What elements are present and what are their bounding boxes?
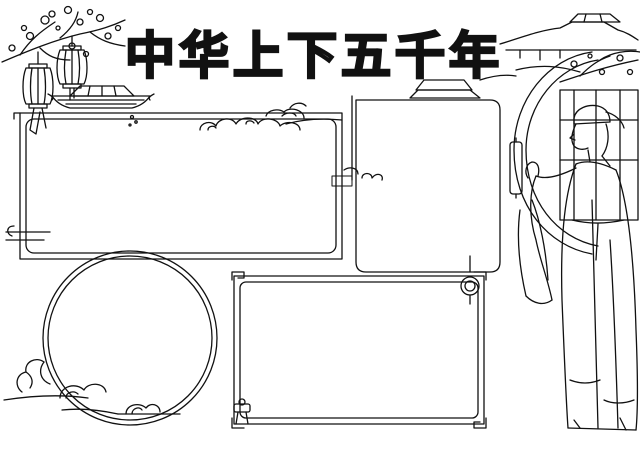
stool-ornament [234,399,250,424]
cloud-motif [4,360,180,414]
plum-blossom-branch [2,7,125,63]
cloud-motif [200,103,342,130]
lantern-icon [23,52,53,134]
scholar-figure [510,106,638,431]
blossom-icon [9,7,121,57]
tall-text-frame [352,96,500,272]
pagoda-roof [410,14,640,98]
pagoda-roof [48,86,154,108]
lantern-icon [57,36,87,100]
plum-blossom-branch [560,54,638,82]
circle-frame [43,251,217,425]
page-title: 中华上下五千年 [124,25,503,87]
cloud-swirl [6,226,50,240]
large-text-frame [14,113,342,259]
round-window [514,52,638,254]
hanging-ornament [461,256,479,304]
bottom-text-frame [232,272,486,428]
